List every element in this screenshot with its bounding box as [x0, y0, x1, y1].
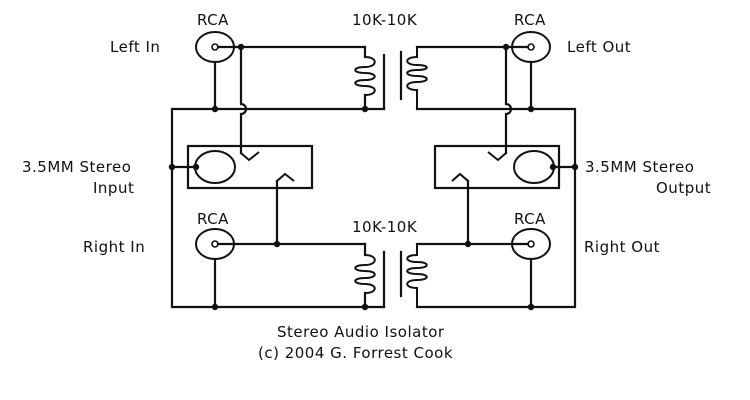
left-transformer: [354, 45, 508, 113]
stereo-output-jack: [433, 144, 579, 190]
left-out-rca-type: RCA: [514, 11, 546, 29]
stereo-input-label-1: 3.5MM Stereo: [22, 158, 131, 176]
left-in-rca-jack: [195, 31, 367, 113]
left-out-rca-jack: [502, 31, 551, 113]
right-ground-rail: [415, 107, 577, 309]
right-out-label: Right Out: [584, 238, 660, 256]
right-in-rca-type: RCA: [197, 210, 229, 228]
stereo-output-label-1: 3.5MM Stereo: [585, 158, 694, 176]
right-transformer: [354, 242, 530, 311]
left-ground-rail: [170, 107, 367, 309]
right-in-ring-wire: [273, 179, 281, 248]
left-out-tip-wire: [504, 45, 513, 155]
diagram-title: Stereo Audio Isolator: [277, 323, 445, 341]
left-transformer-label: 10K-10K: [352, 11, 418, 29]
left-in-label: Left In: [110, 38, 160, 56]
right-in-rca-jack: [195, 228, 367, 311]
stereo-input-label-2: Input: [93, 179, 134, 197]
right-out-rca-type: RCA: [514, 210, 546, 228]
left-out-label: Left Out: [567, 38, 631, 56]
diagram-credit: (c) 2004 G. Forrest Cook: [258, 344, 453, 362]
left-in-rca-type: RCA: [197, 11, 229, 29]
right-transformer-label: 10K-10K: [352, 218, 418, 236]
right-out-rca-jack: [511, 228, 551, 311]
stereo-output-label-2: Output: [656, 179, 711, 197]
left-in-tip-wire: [239, 45, 248, 155]
right-out-ring-wire: [464, 179, 472, 248]
right-in-label: Right In: [83, 238, 145, 256]
stereo-input-jack: [168, 144, 314, 190]
